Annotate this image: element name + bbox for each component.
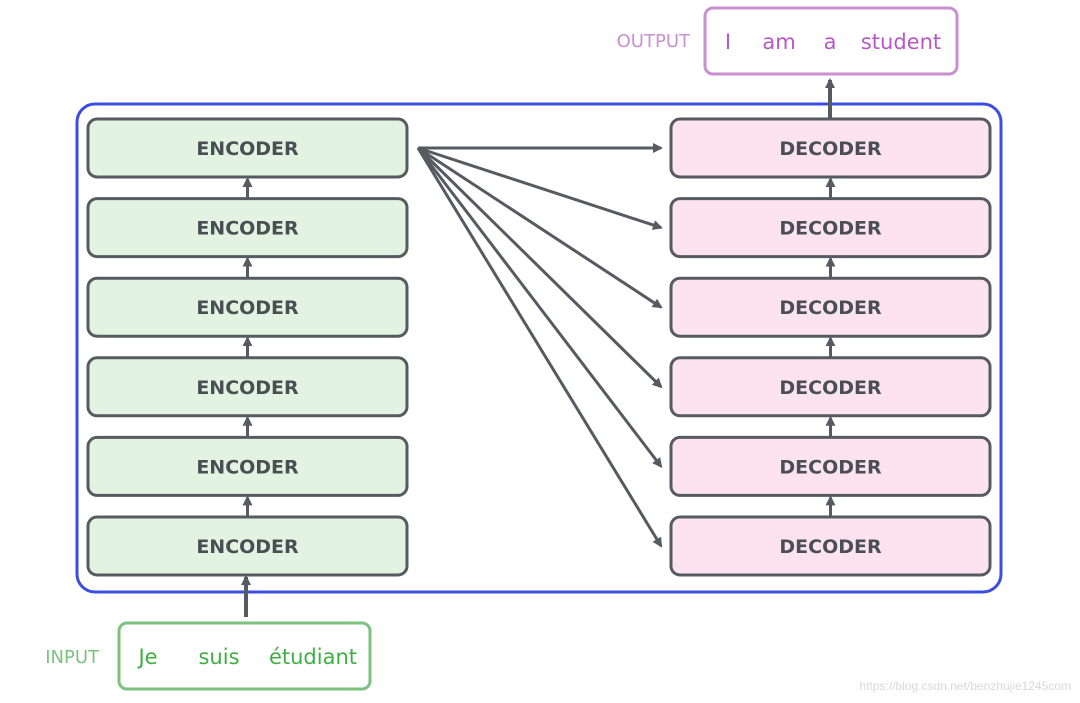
decoder-block-label: DECODER [779,456,882,478]
encoder-to-decoder-arrow [416,147,663,548]
input-token: Je [136,645,157,669]
encoder-to-decoder-arrow [416,146,663,389]
decoder-block: DECODER [669,435,992,497]
input-label: INPUT [45,647,100,668]
encoder-block-label: ENCODER [196,536,299,558]
encoder-block-label: ENCODER [196,297,299,319]
encoder-block: ENCODER [86,197,409,259]
input-tokens: Je suis étudiant [136,645,357,669]
encoder-block-box [86,117,409,179]
encoder-block: ENCODER [86,515,409,577]
decoder-block-label: DECODER [779,138,882,160]
connection-arrows [241,78,836,617]
input-box [117,621,372,691]
decoder-block: DECODER [669,515,992,577]
decoder-block-label: DECODER [779,218,882,240]
encoder-block-label: ENCODER [196,218,299,240]
encoder-block: ENCODER [86,276,409,338]
watermark-text: https://blog.csdn.net/benzhujie1245com [860,679,1071,693]
encoder-block-box [86,197,409,259]
decoder-block-label: DECODER [779,536,882,558]
decoder-block-label: DECODER [779,377,882,399]
encoder-block-box [86,276,409,338]
decoder-block-label: DECODER [779,297,882,319]
input-token: suis [198,645,239,669]
encoder-block: ENCODER [86,117,409,179]
decoder-block: DECODER [669,197,992,259]
encoder-block-box [86,435,409,497]
output-label: OUTPUT [617,31,691,52]
decoder-block-box [669,117,992,179]
output-token: student [861,30,941,54]
decoder-block-box [669,276,992,338]
output-token: a [824,30,837,54]
encoder-block-box [86,515,409,577]
decoder-block: DECODER [669,356,992,418]
encoder-block-label: ENCODER [196,456,299,478]
decoder-block-box [669,515,992,577]
decoder-block-box [669,435,992,497]
encoder-stack: ENCODER ENCODER ENCODER ENCODER ENCODER ENCOD… [86,117,409,577]
decoder-block-box [669,356,992,418]
output-token: I [725,30,731,54]
input-token: étudiant [269,645,357,669]
decoder-stack: DECODER DECODER DECODER DECODER DECODER DECOD… [669,117,992,577]
encoder-block: ENCODER [86,435,409,497]
encoder-to-decoder-arrow [416,147,663,468]
encoder-block: ENCODER [86,356,409,418]
encoder-block-box [86,356,409,418]
output-box [703,6,959,76]
encoder-decoder-stack [75,102,1003,594]
encoder-to-decoder-arrow [417,146,663,309]
decoder-block: DECODER [669,276,992,338]
encoder-to-decoder-arrow [417,146,663,230]
decoder-block-box [669,197,992,259]
encoder-block-label: ENCODER [196,377,299,399]
encoder-block-label: ENCODER [196,138,299,160]
output-token: am [762,30,795,54]
decoder-block: DECODER [669,117,992,179]
